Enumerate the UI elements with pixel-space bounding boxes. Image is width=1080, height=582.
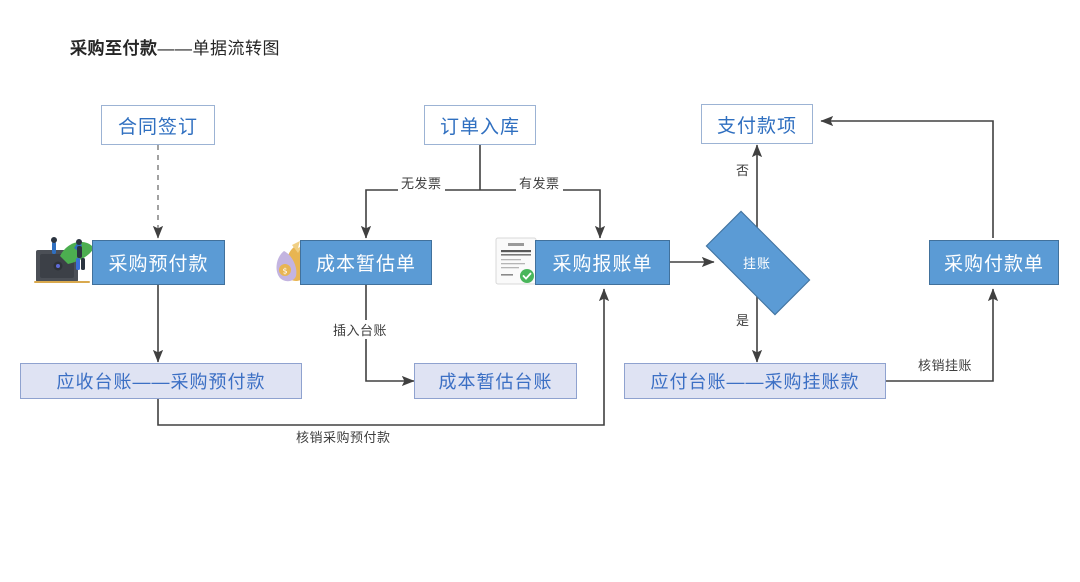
edge-label-writeoff-prepay: 核销采购预付款	[293, 427, 394, 446]
node-cost-estimate-label: 成本暂估单	[315, 254, 416, 275]
edge-orderin-to-costest	[360, 189, 480, 239]
invoice-document-icon	[495, 237, 537, 285]
node-contract[interactable]: 合同签订	[101, 105, 215, 145]
edge-orderin-to-reimburse	[480, 189, 606, 239]
node-pay-item[interactable]: 支付款项	[701, 104, 813, 144]
node-ar-ledger[interactable]: 应收台账——采购预付款	[20, 363, 302, 399]
edge-label-insert-ledger: 插入台账	[330, 320, 391, 339]
node-ar-ledger-label: 应收台账——采购预付款	[56, 372, 266, 392]
edge-paymentdoc-to-payitem	[820, 115, 994, 238]
node-cost-estimate[interactable]: 成本暂估单	[300, 240, 432, 285]
node-cost-ledger[interactable]: 成本暂估台账	[414, 363, 577, 399]
node-prepay[interactable]: 采购预付款	[92, 240, 225, 285]
node-order-in-label: 订单入库	[439, 116, 520, 138]
node-payment-doc-label: 采购付款单	[943, 254, 1044, 275]
edge-apledger-to-paymentdoc	[886, 288, 999, 382]
safe-illustration-icon	[34, 237, 94, 283]
node-order-in[interactable]: 订单入库	[424, 105, 536, 145]
edge-label-no-invoice: 无发票	[398, 173, 445, 192]
page-title-rest: ——单据流转图	[157, 39, 280, 58]
node-pay-item-label: 支付款项	[716, 115, 797, 137]
node-hold-account[interactable]: 挂账	[705, 210, 811, 316]
node-contract-label: 合同签订	[117, 116, 198, 138]
svg-text:$: $	[282, 267, 287, 276]
node-payment-doc[interactable]: 采购付款单	[929, 240, 1059, 285]
page-title-bold: 采购至付款	[70, 39, 158, 58]
edge-label-has-invoice: 有发票	[516, 173, 563, 192]
node-ap-ledger[interactable]: 应付台账——采购挂账款	[624, 363, 886, 399]
edge-costest-to-costledger	[365, 285, 415, 387]
node-cost-ledger-label: 成本暂估台账	[438, 372, 553, 392]
node-hold-account-label: 挂账	[742, 255, 771, 271]
node-prepay-label: 采购预付款	[108, 254, 209, 275]
edge-arledger-to-reimburse	[157, 288, 610, 426]
node-reimbursement[interactable]: 采购报账单	[535, 240, 670, 285]
node-ap-ledger-label: 应付台账——采购挂账款	[650, 372, 860, 392]
node-reimbursement-label: 采购报账单	[552, 254, 653, 275]
edge-label-yes: 是	[733, 310, 753, 329]
edge-label-no: 否	[733, 160, 753, 179]
page-title: 采购至付款——单据流转图	[70, 34, 280, 59]
edge-label-writeoff-hold: 核销挂账	[915, 355, 976, 374]
